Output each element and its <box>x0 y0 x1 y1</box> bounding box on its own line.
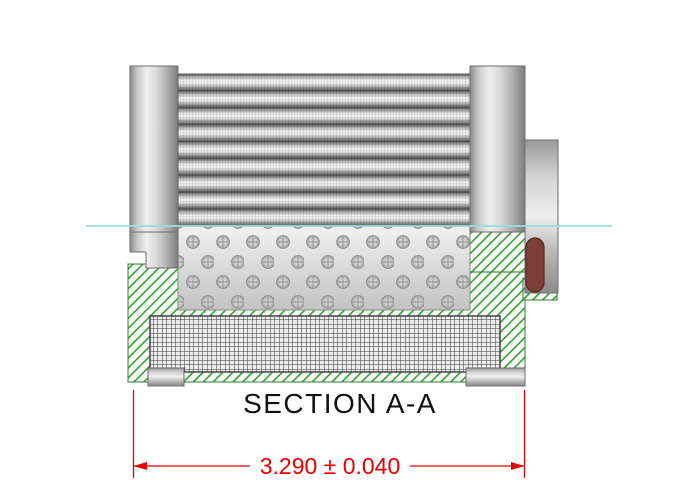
o-ring-seal <box>525 237 545 293</box>
left-end-cap <box>129 65 179 233</box>
filter-media <box>177 73 471 227</box>
section-label: SECTION A-A <box>243 388 437 419</box>
dimension-text: 3.290 ± 0.040 <box>260 453 401 479</box>
filter-media-mesh-overlay <box>177 73 471 227</box>
right-end-cap <box>469 65 526 233</box>
dimension: 3.290 ± 0.040 <box>132 390 526 479</box>
core-tube-perforations <box>178 226 470 310</box>
gasket-hatch-right-upper <box>469 231 526 273</box>
left-end-cap-step <box>129 231 179 269</box>
dimension-arrow-right <box>511 462 525 470</box>
bottom-step-right <box>465 367 526 387</box>
perforated-core <box>177 225 471 311</box>
dimension-arrow-left <box>133 462 147 470</box>
outer-wire-mesh <box>149 315 501 373</box>
bottom-step-left <box>147 367 185 387</box>
